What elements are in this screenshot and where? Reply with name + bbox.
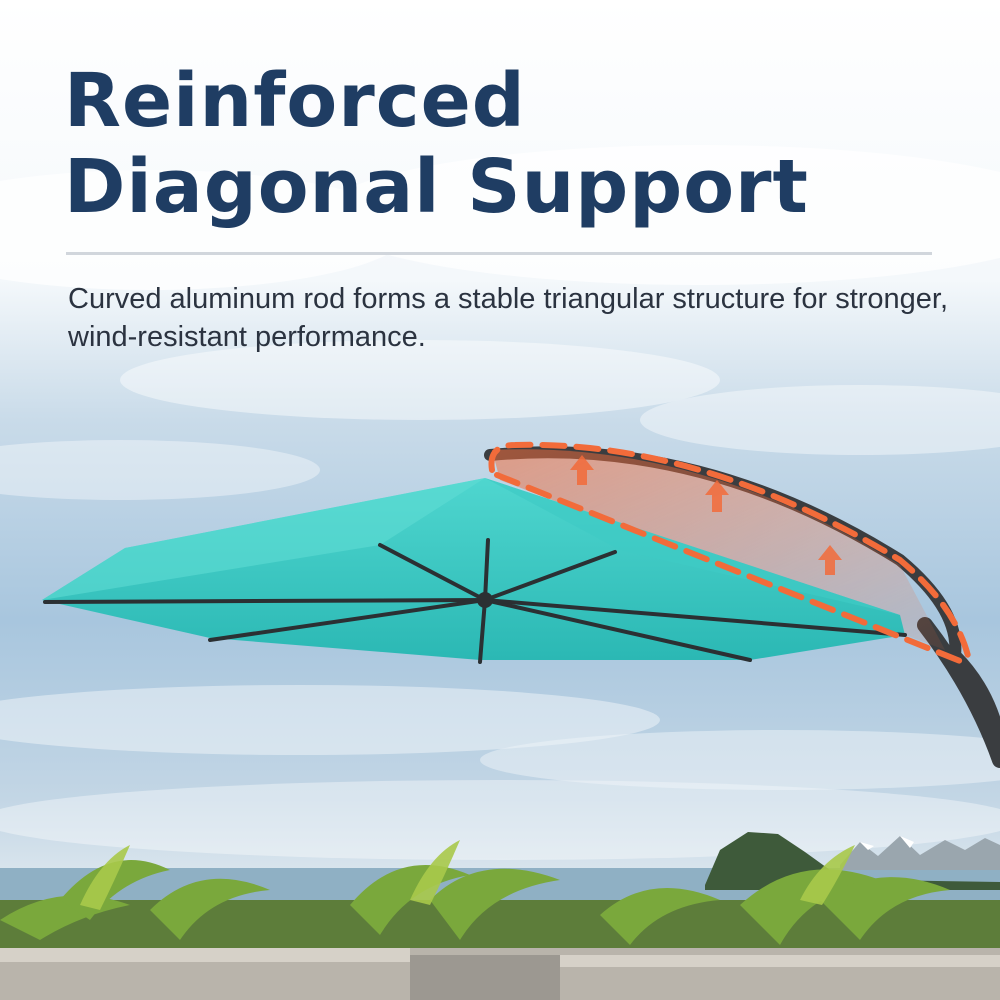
island [705, 832, 1000, 890]
terrace-wall [0, 948, 1000, 1000]
headline: Reinforced Diagonal Support [64, 58, 809, 230]
divider [66, 252, 932, 255]
subtitle: Curved aluminum rod forms a stable trian… [68, 283, 949, 353]
upward-force-arrows [570, 455, 842, 575]
headline-line-1: Reinforced [64, 58, 526, 144]
snow-mountains [840, 836, 1000, 870]
headline-line-2: Diagonal Support [64, 144, 809, 230]
clouds [0, 145, 1000, 860]
dashed-support-outline [488, 441, 973, 668]
